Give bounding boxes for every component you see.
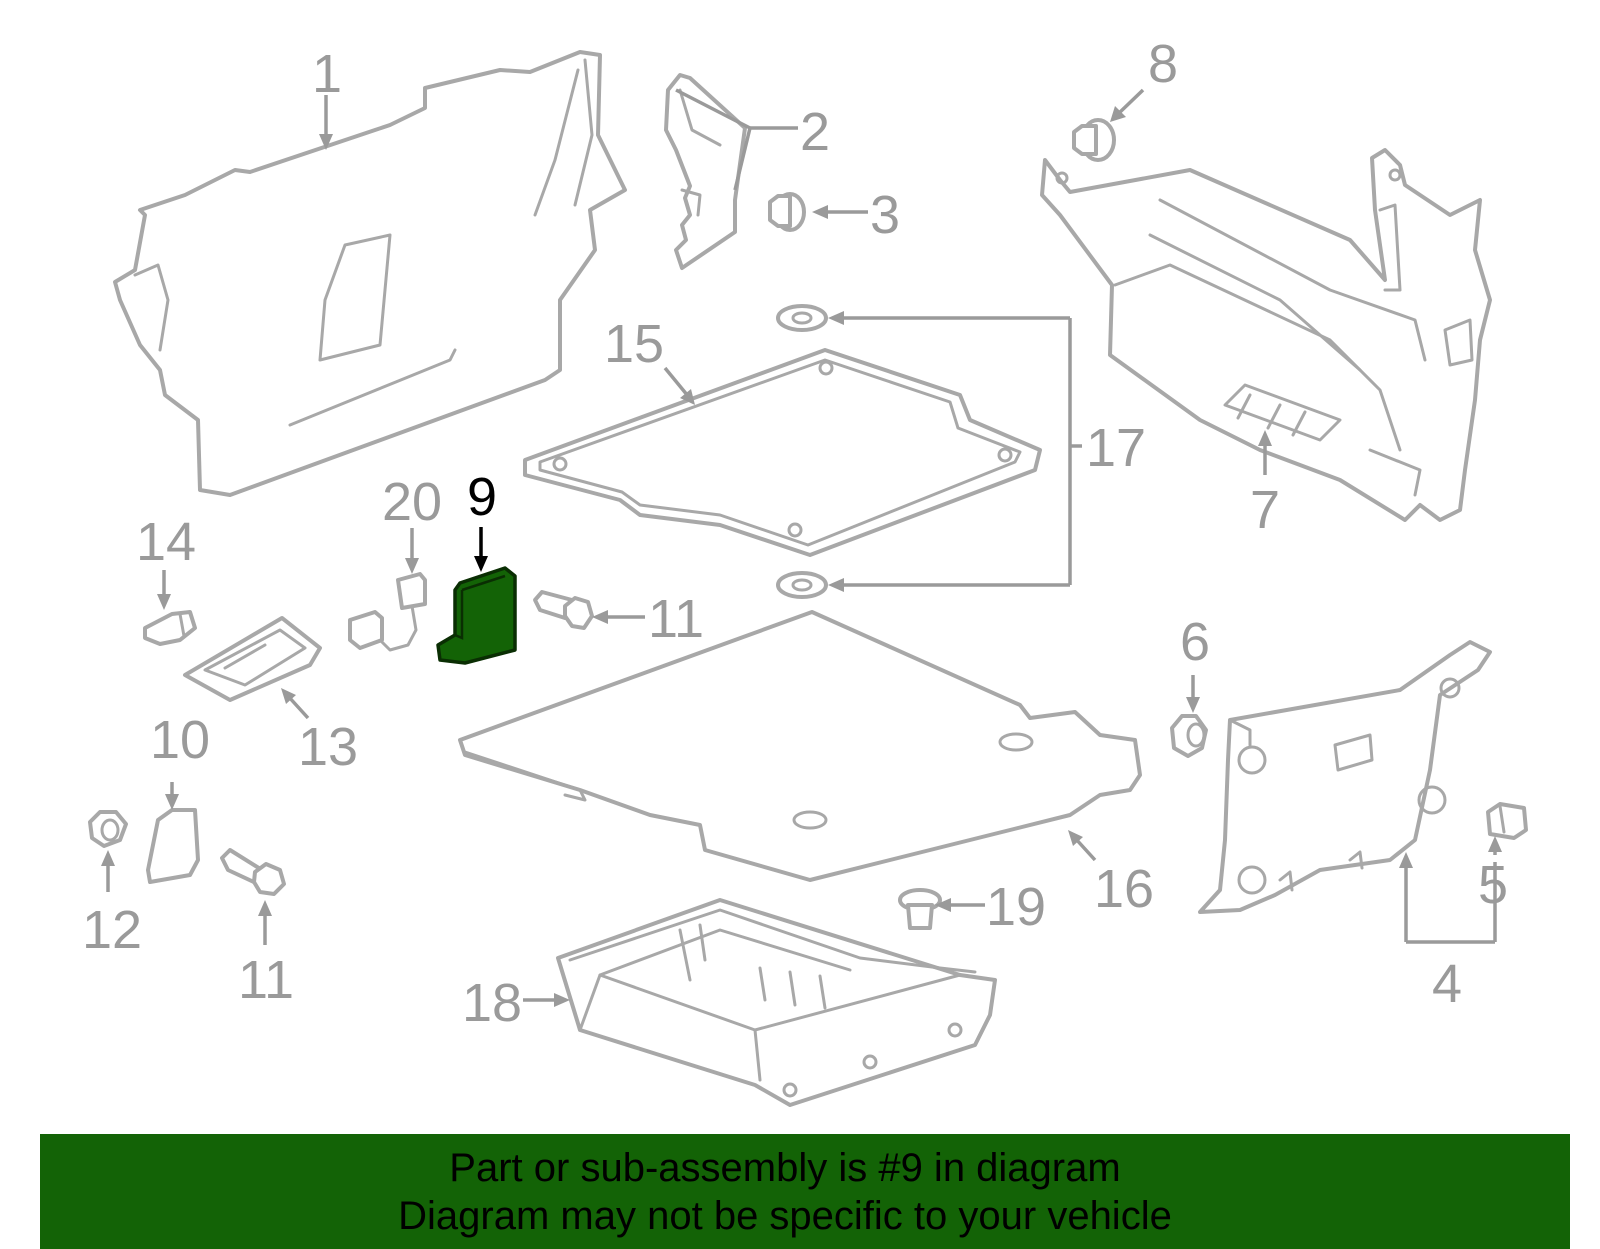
part-4-side-panel[interactable]	[1198, 640, 1492, 914]
part-3-clip[interactable]	[768, 192, 806, 232]
part-6-nut[interactable]	[1170, 714, 1208, 758]
callout-10: 10	[150, 710, 210, 770]
part-11-bolt-left[interactable]	[220, 848, 286, 896]
part-12-nut[interactable]	[88, 810, 128, 848]
callout-11-right: 11	[648, 589, 704, 649]
part-2-bracket[interactable]	[664, 73, 747, 270]
callout-6: 6	[1180, 612, 1210, 672]
part-5-clip[interactable]	[1486, 802, 1528, 840]
part-11-bolt-right[interactable]	[533, 590, 594, 630]
callout-20: 20	[382, 472, 442, 532]
part-19-grommet[interactable]	[898, 888, 942, 930]
callout-1: 1	[312, 44, 342, 104]
callout-15: 15	[604, 314, 664, 374]
part-15-panel[interactable]	[523, 348, 1042, 557]
part-10-cover[interactable]	[146, 808, 200, 884]
callout-4: 4	[1432, 954, 1462, 1014]
part-1-trim-panel[interactable]	[113, 50, 627, 497]
callout-12: 12	[82, 900, 142, 960]
part-17-grommets[interactable]	[776, 304, 828, 599]
callout-3: 3	[870, 185, 900, 245]
part-13-lamp[interactable]	[183, 616, 322, 702]
leader-lines	[101, 88, 1502, 1007]
callout-13: 13	[298, 717, 358, 777]
part-9-cover[interactable]	[436, 566, 517, 665]
banner-line-2: Diagram may not be specific to your vehi…	[398, 1194, 1172, 1238]
callout-2: 2	[800, 102, 830, 162]
callout-8: 8	[1148, 34, 1178, 94]
part-8-clip[interactable]	[1072, 118, 1116, 162]
callout-14: 14	[136, 512, 196, 572]
info-banner: Part or sub-assembly is #9 in diagram Di…	[40, 1134, 1570, 1249]
callout-5: 5	[1478, 855, 1508, 915]
callout-17: 17	[1086, 418, 1146, 478]
callout-16: 16	[1094, 859, 1154, 919]
callout-labels: 1 2 3 4 5 6 7 8 9 10 11 11 12 13 14 15 1…	[82, 34, 1508, 1033]
callout-9: 9	[467, 467, 497, 527]
callout-19: 19	[986, 877, 1046, 937]
part-7-side-trim[interactable]	[1040, 148, 1492, 522]
callout-11-left: 11	[238, 950, 294, 1010]
part-16-floor-mat[interactable]	[458, 610, 1142, 882]
banner-line-1: Part or sub-assembly is #9 in diagram	[449, 1146, 1121, 1190]
part-18-tray[interactable]	[556, 898, 997, 1107]
part-20-harness[interactable]	[348, 572, 427, 652]
callout-18: 18	[462, 973, 522, 1033]
part-14-bulb[interactable]	[143, 610, 197, 646]
callout-7: 7	[1250, 480, 1280, 540]
